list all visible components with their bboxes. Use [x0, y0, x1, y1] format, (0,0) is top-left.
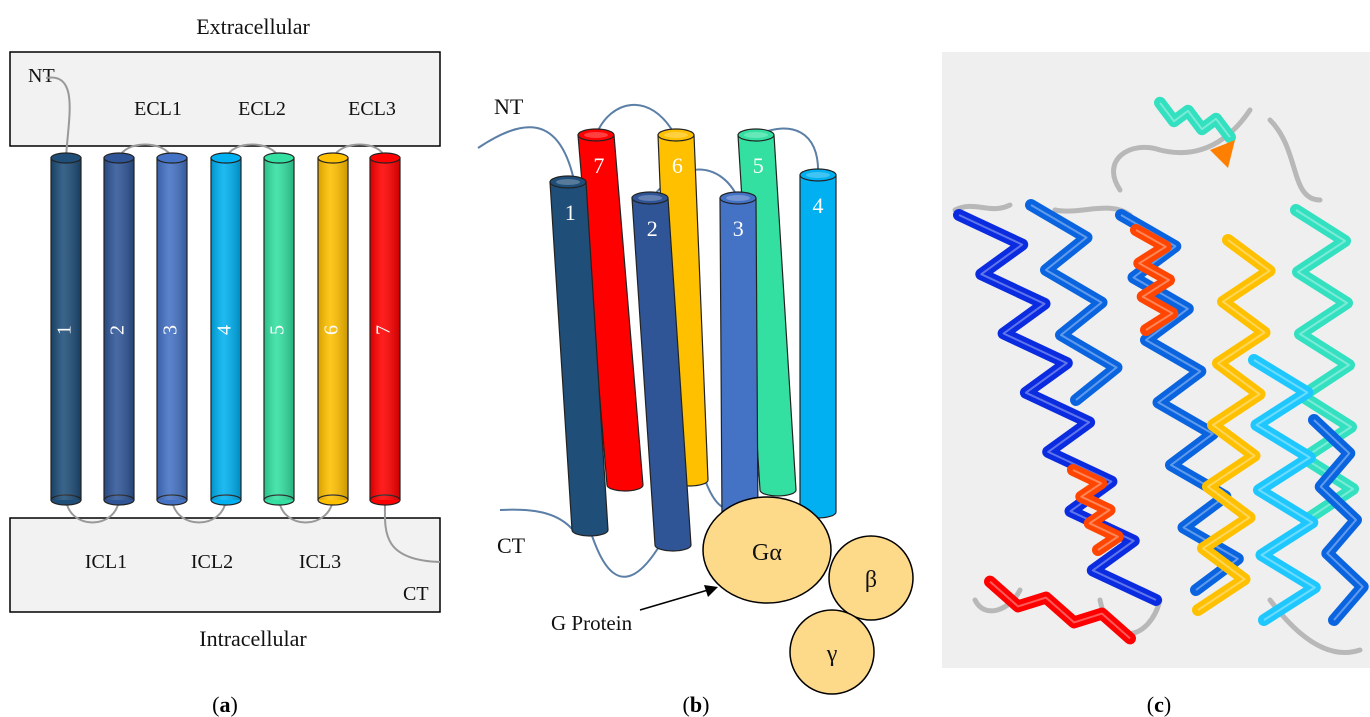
icl3-loop — [278, 499, 334, 524]
icl2-loop — [171, 499, 227, 524]
helix-3-b: 3 — [719, 191, 759, 527]
helix-number-label: 5 — [267, 325, 289, 335]
helix-4-a: 4 — [210, 152, 242, 506]
helix-number-label: 3 — [733, 216, 744, 241]
ecl2-label: ECL2 — [238, 98, 286, 120]
protein-ribbons — [953, 96, 1369, 645]
loop-1-2 — [589, 529, 661, 578]
helix-ribbon — [984, 575, 1136, 645]
g-alpha-subunit — [702, 496, 832, 604]
extracellular-box — [9, 51, 441, 147]
loop-7-6 — [595, 104, 676, 136]
structure-background — [942, 52, 1370, 668]
ct-label-b: CT — [497, 533, 526, 558]
helix-number-label: 4 — [813, 193, 824, 218]
panel-c — [942, 52, 1370, 668]
panel-a: Extracellular Intracellular NT CT ECL1 E… — [9, 14, 441, 651]
ecl1-label: ECL1 — [134, 98, 182, 120]
helix-3-a: 3 — [156, 152, 188, 506]
ct-tail-a — [383, 499, 441, 563]
helix-6-a: 6 — [317, 152, 349, 506]
helix-ribbon — [1115, 209, 1244, 596]
helix-number-label: 1 — [54, 325, 76, 335]
helix-ribbon — [1248, 354, 1321, 626]
intracellular-label: Intracellular — [199, 626, 307, 651]
g-beta-label: β — [865, 567, 877, 593]
caption-a: (a) — [212, 692, 238, 717]
icl3-label: ICL3 — [299, 551, 341, 573]
helix-ribbon — [1025, 199, 1123, 406]
g-protein-arrowhead — [704, 585, 718, 597]
helix-ribbon — [1154, 96, 1236, 144]
helix-4-b: 4 — [799, 168, 837, 519]
helix-number-label: 2 — [107, 325, 129, 335]
helix-number-label: 7 — [593, 153, 604, 178]
g-protein-label: G Protein — [551, 611, 633, 635]
ct-tail-b — [499, 508, 574, 531]
g-beta-subunit — [828, 535, 914, 621]
helix-1-a: 1 — [50, 152, 82, 506]
helices-a: 1 2 3 4 5 6 7 — [50, 152, 401, 506]
nt-label-b: NT — [494, 94, 524, 119]
helices-b: 7 6 5 1 2 3 4 — [549, 128, 837, 552]
helix-number-label: 6 — [321, 325, 343, 335]
helix-2-a: 2 — [103, 152, 135, 506]
orange-segment — [1210, 140, 1235, 168]
helix-ribbon — [1290, 204, 1359, 526]
helix-number-label: 5 — [753, 153, 764, 178]
helix-1-b: 1 — [549, 175, 609, 537]
panel-b: 7 6 5 1 2 3 4 NT CT Gα β γ G Protein — [477, 94, 914, 695]
g-protein-arrow — [639, 589, 709, 611]
helix-number-label: 4 — [214, 325, 236, 335]
icl1-label: ICL1 — [85, 551, 127, 573]
caption-b: (b) — [683, 692, 710, 717]
helix-ribbon — [1067, 464, 1124, 556]
nt-tail-a — [45, 76, 71, 159]
helix-7-b: 7 — [577, 128, 644, 492]
caption-c: (c) — [1147, 692, 1171, 717]
helix-number-label: 1 — [565, 200, 576, 225]
g-gamma-subunit — [789, 609, 875, 695]
helix-number-label: 7 — [373, 325, 395, 335]
helix-number-label: 3 — [160, 325, 182, 335]
g-gamma-label: γ — [826, 641, 838, 667]
helix-number-label: 6 — [672, 153, 683, 178]
helix-5-a: 5 — [263, 152, 295, 506]
helix-ribbon — [1130, 224, 1179, 336]
icl1-loop — [65, 499, 120, 524]
g-alpha-label: Gα — [752, 540, 782, 566]
helix-ribbon — [1308, 414, 1369, 626]
icl2-label: ICL2 — [191, 551, 233, 573]
helix-ribbon — [1192, 234, 1276, 616]
helix-7-a: 7 — [369, 152, 401, 506]
intracellular-box — [9, 517, 441, 613]
extracellular-label: Extracellular — [196, 14, 310, 39]
nt-tail-b — [477, 126, 576, 186]
helix-number-label: 2 — [647, 216, 658, 241]
ecl3-label: ECL3 — [348, 98, 396, 120]
ct-label-a: CT — [403, 583, 429, 605]
nt-label-a: NT — [28, 65, 55, 87]
helix-2-b: 2 — [631, 191, 692, 552]
